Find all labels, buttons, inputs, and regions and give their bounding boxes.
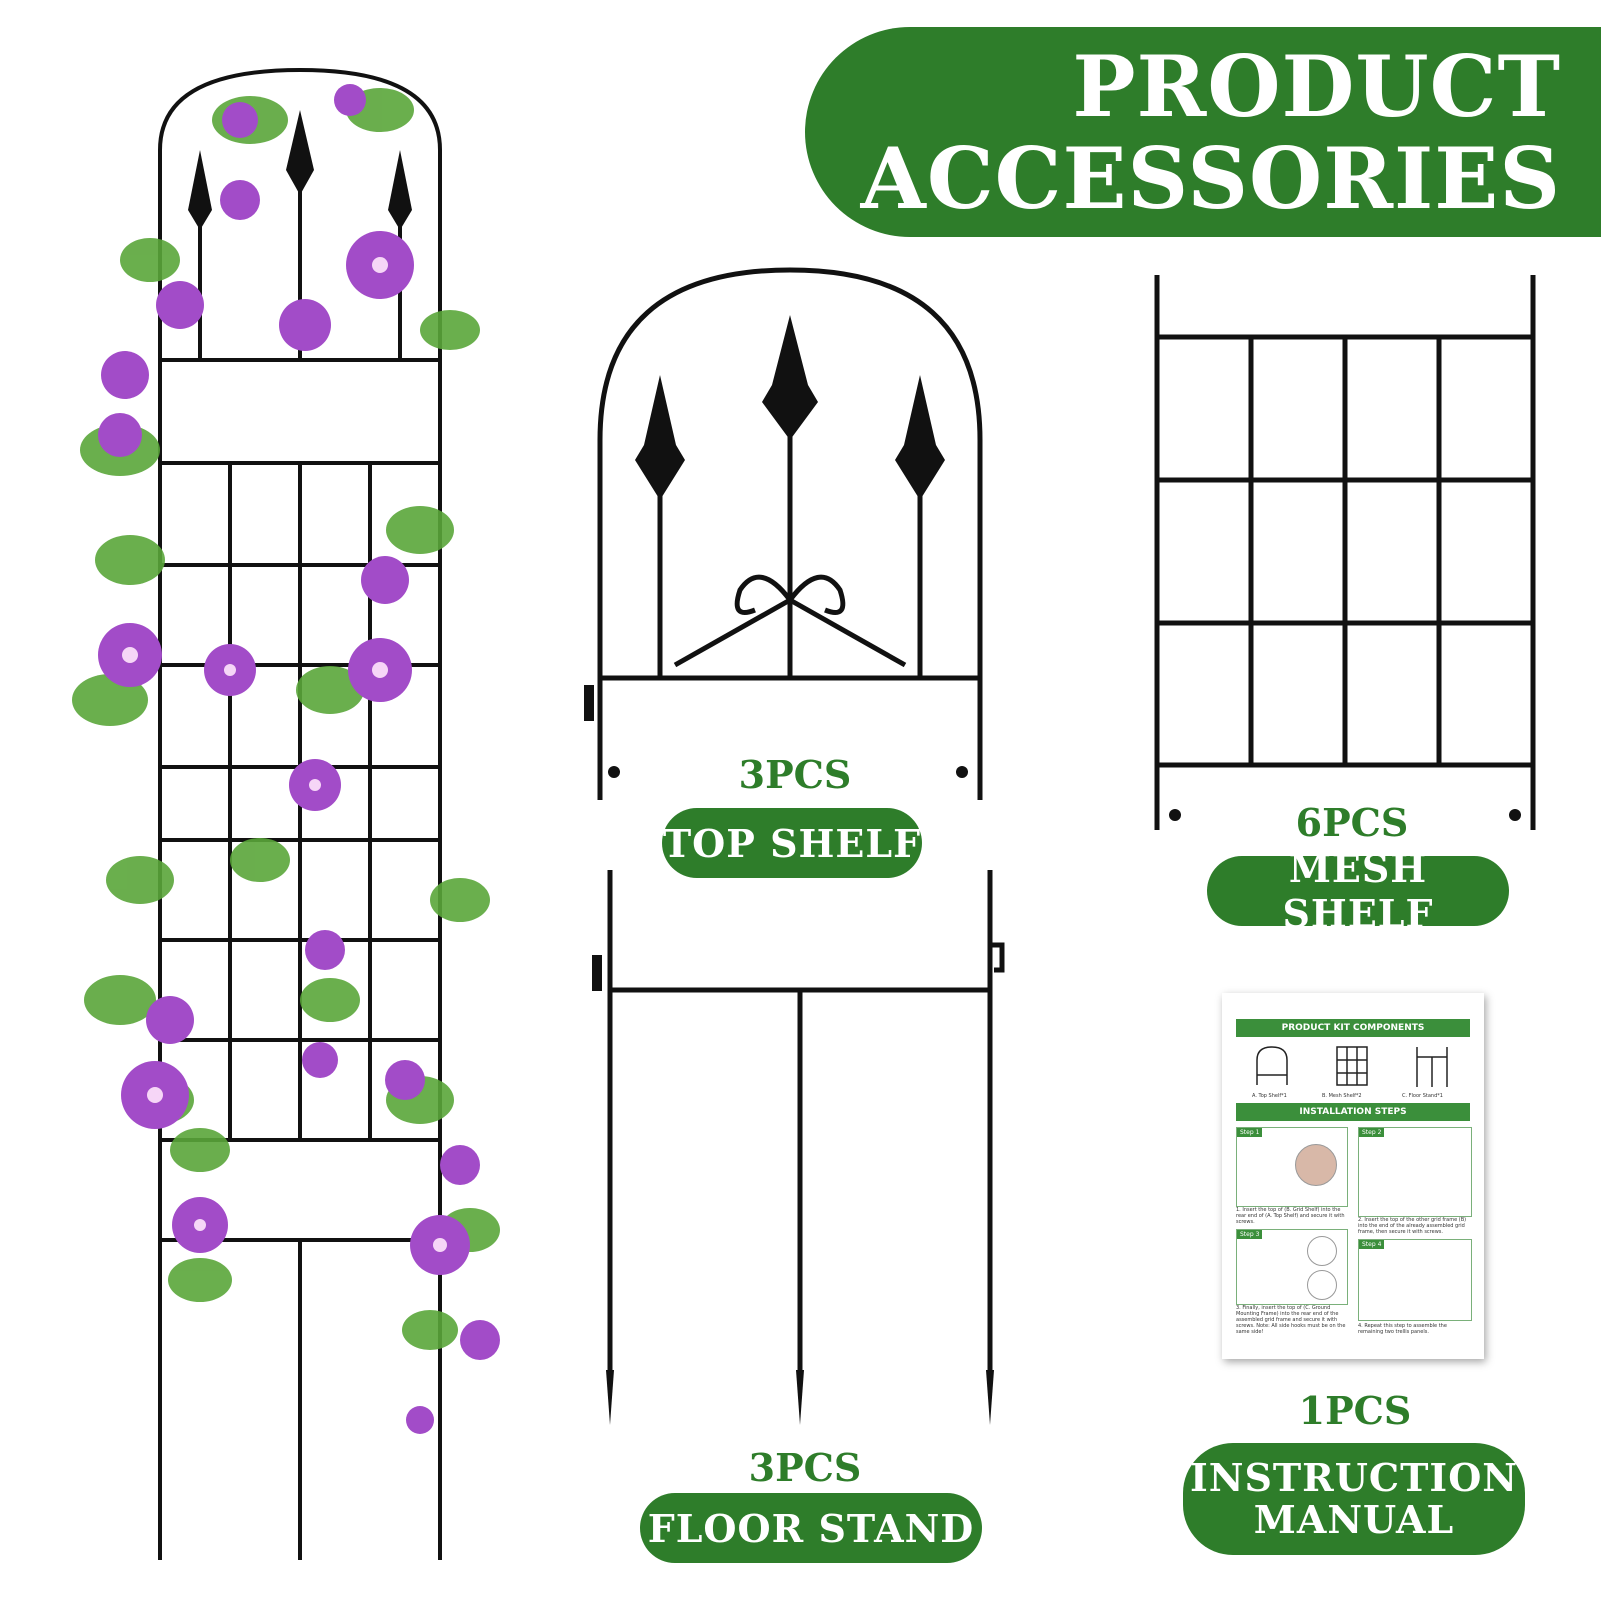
manual-step-3: Step 3 <box>1236 1229 1348 1305</box>
instruction-manual-label-line1: INSTRUCTION <box>1189 1455 1519 1500</box>
accessories-banner: PRODUCT ACCESSORIES <box>805 27 1601 237</box>
top-shelf-count: 3PCS <box>738 752 852 797</box>
manual-step-3-text: 3. Finally, insert the top of (C. Ground… <box>1236 1305 1346 1335</box>
assembled-trellis-illustration <box>72 67 500 1560</box>
instruction-manual-count: 1PCS <box>1298 1388 1412 1433</box>
floor-stand-illustration <box>592 870 1005 1425</box>
manual-steps-title: INSTALLATION STEPS <box>1236 1103 1470 1121</box>
manual-component-a: A. Top Shelf*1 <box>1252 1093 1287 1099</box>
manual-step-4-text: 4. Repeat this step to assemble the rema… <box>1358 1323 1447 1335</box>
instruction-manual-label: INSTRUCTION MANUAL <box>1183 1443 1525 1555</box>
mesh-shelf-count: 6PCS <box>1295 800 1409 845</box>
manual-components-diagram <box>1256 1046 1448 1087</box>
manual-component-b: B. Mesh Shelf*2 <box>1322 1093 1362 1099</box>
mesh-shelf-illustration <box>1154 275 1536 830</box>
instruction-manual-label-line2: MANUAL <box>1253 1497 1455 1542</box>
banner-title-line2: ACCESSORIES <box>860 129 1561 228</box>
manual-step-2: Step 2 <box>1358 1127 1472 1217</box>
mesh-shelf-label: MESH SHELF <box>1207 846 1509 936</box>
instruction-manual-illustration: PRODUCT KIT COMPONENTS A. Top Shelf*1 B.… <box>1222 993 1484 1359</box>
manual-step-1: Step 1 <box>1236 1127 1348 1207</box>
top-shelf-illustration <box>584 267 983 800</box>
manual-step-2-text: 2. Insert the top of the other grid fram… <box>1358 1217 1467 1235</box>
floor-stand-count: 3PCS <box>748 1445 862 1490</box>
top-shelf-label: TOP SHELF <box>662 808 922 878</box>
manual-step-1-text: 1. Insert the top of (B. Grid Shelf) int… <box>1236 1207 1345 1225</box>
manual-step-4: Step 4 <box>1358 1239 1472 1321</box>
banner-title-line1: PRODUCT <box>1072 37 1561 136</box>
floor-stand-label: FLOOR STAND <box>640 1493 982 1563</box>
manual-components-title: PRODUCT KIT COMPONENTS <box>1236 1019 1470 1037</box>
manual-component-c: C. Floor Stand*1 <box>1402 1093 1443 1099</box>
